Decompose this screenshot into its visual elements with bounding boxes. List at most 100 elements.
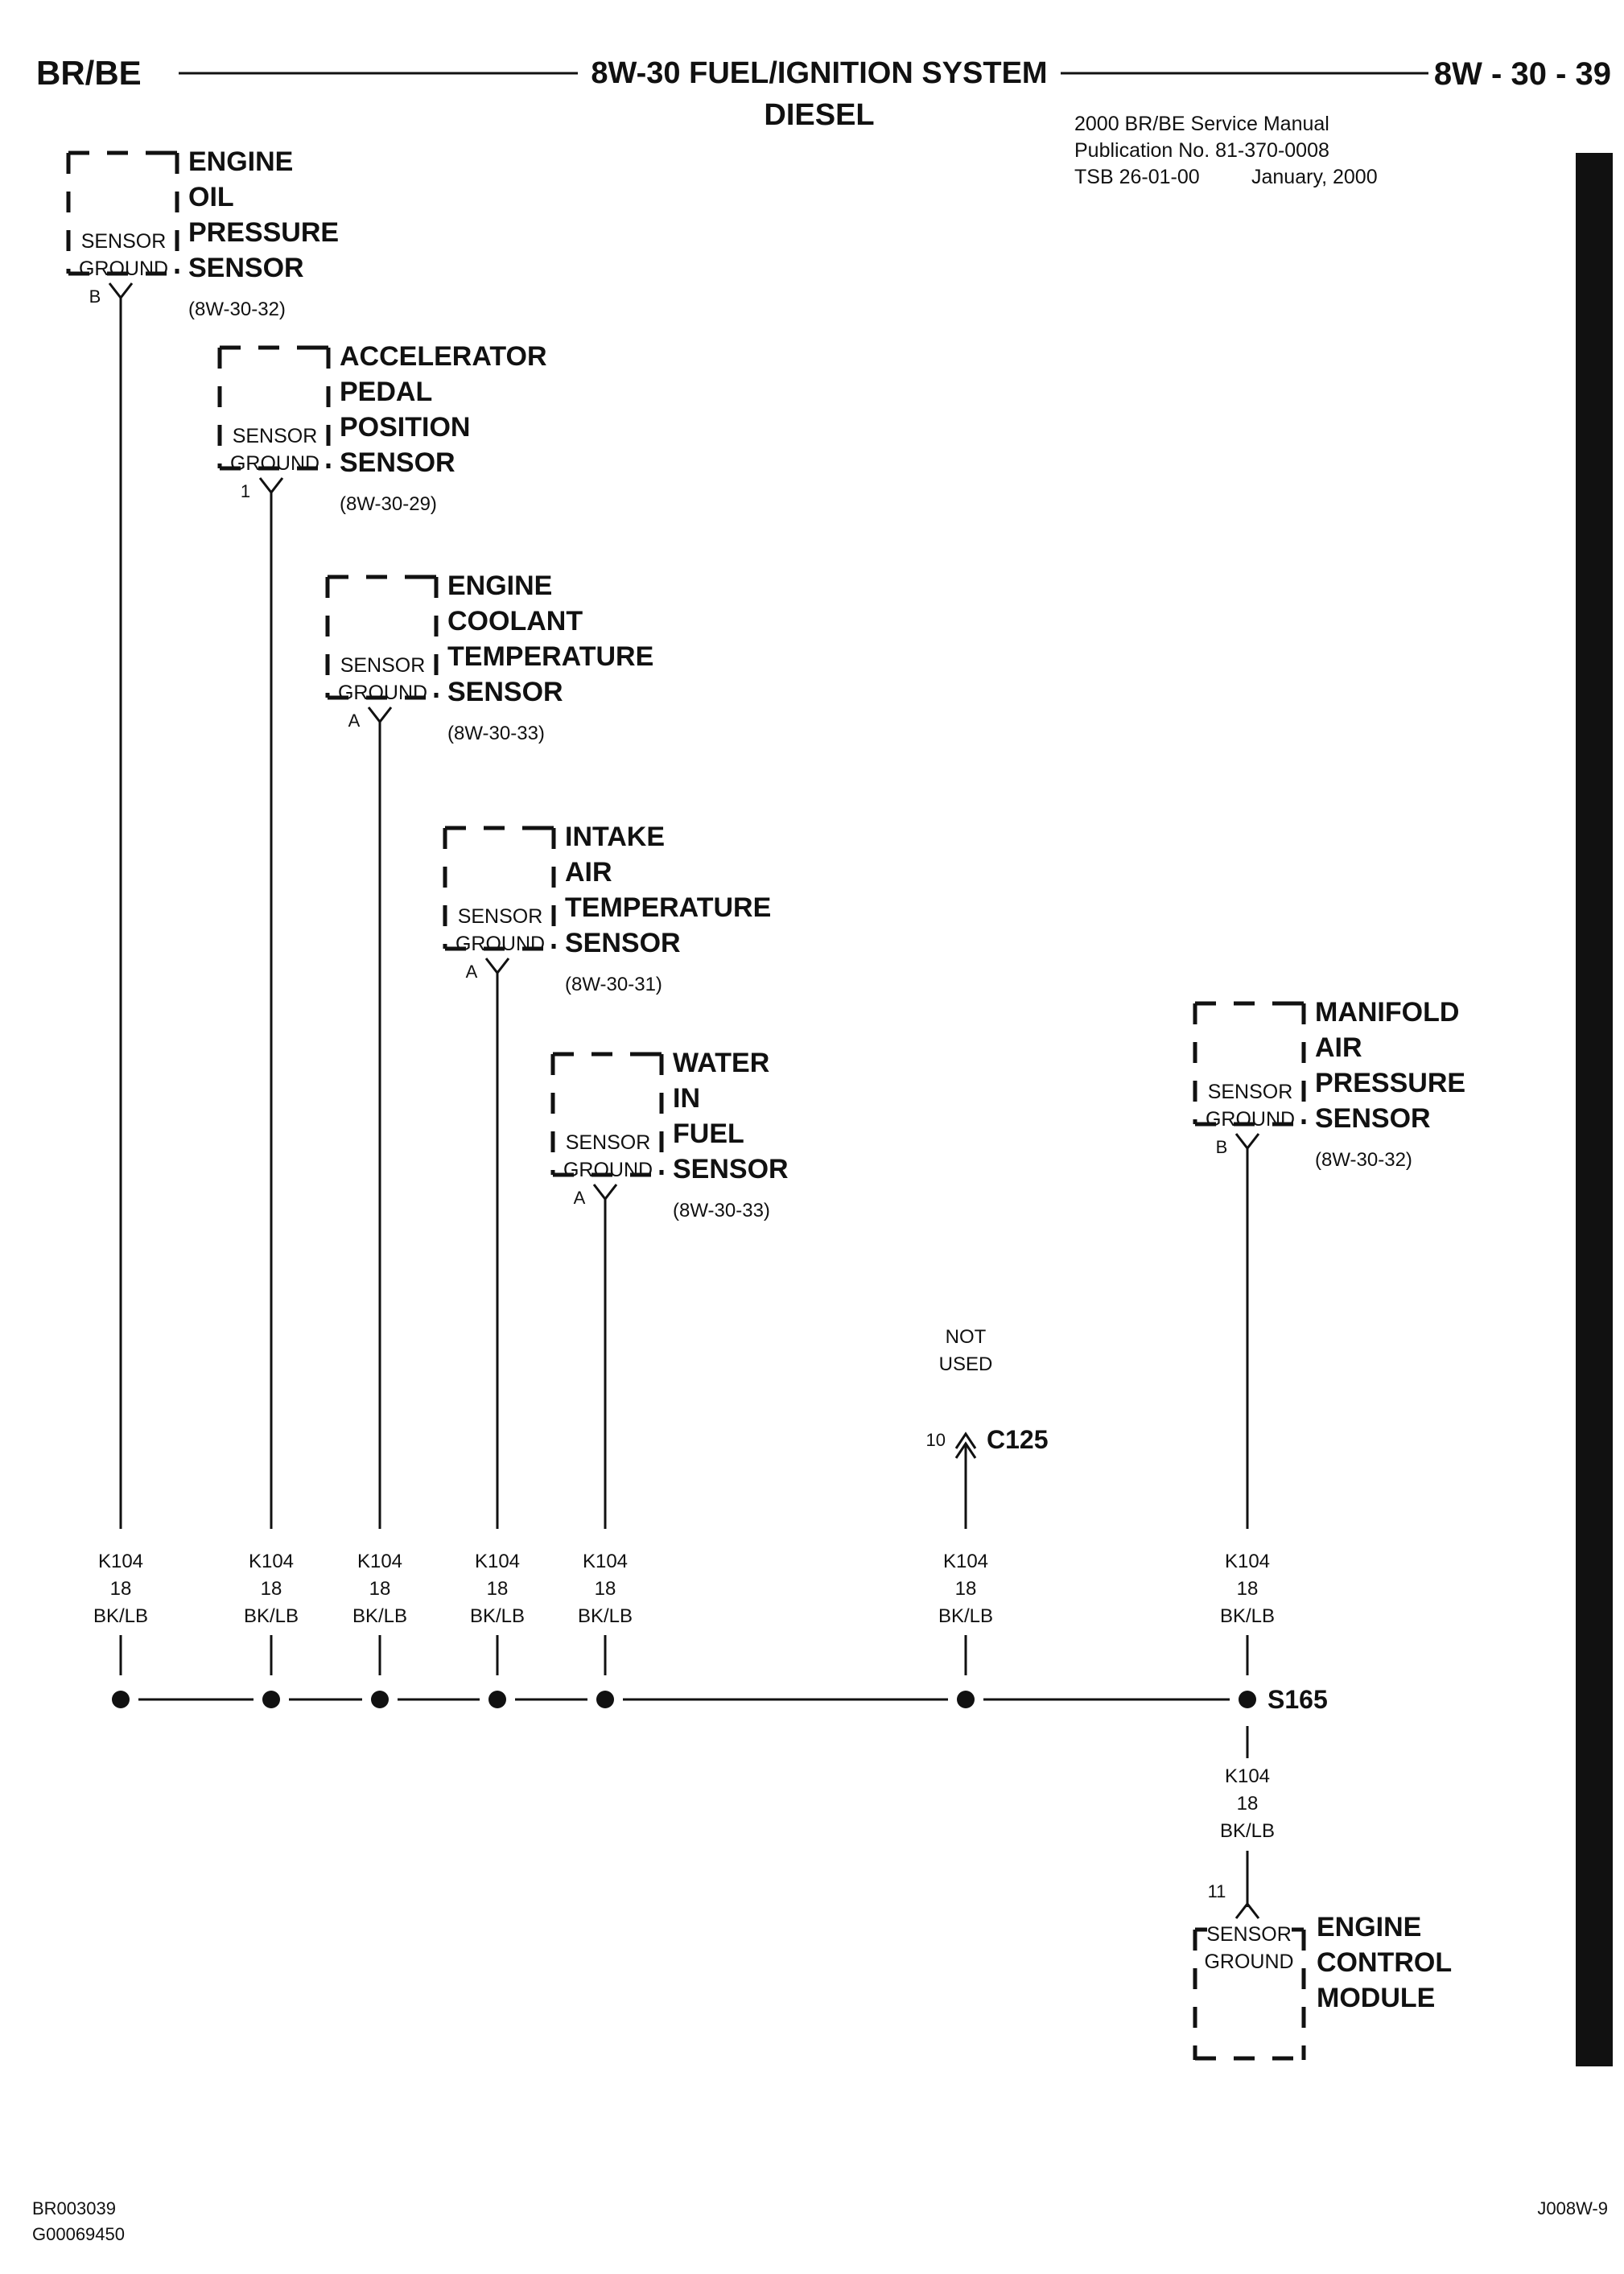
sensor-title-line: SENSOR [1315, 1103, 1431, 1134]
sensor-box-corners [66, 150, 179, 166]
sensor-pin: A [574, 1188, 586, 1208]
wire-circuit: K104 [475, 1551, 520, 1572]
sensor-reference: (8W-30-32) [1315, 1149, 1412, 1171]
wire-circuit: K104 [249, 1551, 294, 1572]
page-footer: BR003039 G00069450 J008W-9 [32, 2198, 1608, 2244]
sensor-title-line: IN [673, 1083, 700, 1114]
wire-gauge: 18 [955, 1578, 977, 1600]
sensor-inner-line-2: GROUND [79, 257, 168, 280]
sensor-title-line: FUEL [673, 1118, 744, 1149]
connector-name: C125 [987, 1425, 1049, 1454]
wire-color: BK/LB [470, 1605, 525, 1627]
sensor-title-line: ENGINE [447, 571, 552, 601]
publication-line-3-left: TSB 26-01-00 [1074, 166, 1200, 188]
sensor-reference: (8W-30-33) [447, 723, 545, 744]
wire-circuit: K104 [583, 1551, 628, 1572]
sensor-inner-line-1: SENSOR [458, 905, 543, 928]
wire-gauge: 18 [595, 1578, 616, 1600]
connector-note-line-2: USED [939, 1353, 993, 1375]
sensor-pin: B [1216, 1137, 1228, 1157]
sensor-box-corners [443, 826, 556, 841]
sensor-reference: (8W-30-31) [565, 974, 662, 995]
publication-info: 2000 BR/BE Service Manual Publication No… [1074, 113, 1378, 188]
sensor-pin: B [89, 286, 101, 307]
wire-gauge: 18 [261, 1578, 282, 1600]
ecm-inner-line-1: SENSOR [1206, 1923, 1292, 1946]
sensor-connector-icon [484, 958, 510, 975]
engine-control-module: SENSOR GROUND ENGINE CONTROL MODULE [1193, 1912, 1452, 2061]
sensor-inner-line-1: SENSOR [81, 230, 167, 253]
wire-gauge: 18 [487, 1578, 509, 1600]
wire-color: BK/LB [1220, 1605, 1275, 1627]
sensor-box-corners [325, 575, 439, 590]
publication-line-3-right: January, 2000 [1251, 166, 1378, 188]
sensor-title-line: MANIFOLD [1315, 997, 1459, 1028]
ecm-title-line-3: MODULE [1317, 1983, 1435, 2013]
sensor-connector-icon [367, 707, 393, 724]
header-model: BR/BE [36, 54, 142, 92]
connector-symbol-icon [954, 1432, 977, 1459]
wire-color: BK/LB [938, 1605, 993, 1627]
publication-line-2: Publication No. 81-370-0008 [1074, 139, 1329, 162]
sensor-title-line: OIL [188, 182, 234, 212]
sensor-box-corners [217, 345, 331, 360]
sensor-pin: A [348, 711, 361, 731]
sensor-pin: 1 [241, 481, 250, 501]
sensor-0: SENSORGROUNDENGINEOILPRESSURESENSOR(8W-3… [66, 146, 339, 1529]
splice-dot [371, 1691, 389, 1708]
ecm-wire-circuit: K104 [1225, 1765, 1270, 1787]
sensor-inner-line-2: GROUND [455, 933, 545, 955]
sensor-reference: (8W-30-29) [340, 493, 437, 515]
sensor-connector-icon [592, 1184, 618, 1201]
splice-dot [112, 1691, 130, 1708]
wire-circuit: K104 [98, 1551, 143, 1572]
sensor-5: SENSORGROUNDMANIFOLDAIRPRESSURESENSOR(8W… [1193, 997, 1465, 1529]
splice-dot [488, 1691, 506, 1708]
sensor-3: SENSORGROUNDINTAKEAIRTEMPERATURESENSOR(8… [443, 822, 771, 1529]
footer-code-2: G00069450 [32, 2224, 125, 2244]
wire-circuit: K104 [1225, 1551, 1270, 1572]
wire-circuit: K104 [357, 1551, 402, 1572]
sensor-title-line: SENSOR [340, 447, 455, 478]
wire-color: BK/LB [578, 1605, 633, 1627]
sensor-title-line: TEMPERATURE [565, 892, 771, 923]
splice-dot [1239, 1691, 1256, 1708]
sensor-inner-line-1: SENSOR [1208, 1081, 1293, 1103]
ecm-connector-icon [1234, 1901, 1260, 1919]
ecm-title-line-2: CONTROL [1317, 1947, 1452, 1978]
page-edge-bar [1576, 153, 1613, 2066]
connector-note-line-1: NOT [946, 1326, 987, 1348]
sensor-inner-line-1: SENSOR [233, 425, 318, 447]
sensor-title-line: TEMPERATURE [447, 641, 653, 672]
sensor-reference: (8W-30-32) [188, 299, 286, 320]
header-subtitle: DIESEL [764, 98, 874, 132]
splice-dot [957, 1691, 975, 1708]
wire-color: BK/LB [93, 1605, 148, 1627]
sensor-pin: A [466, 962, 478, 982]
publication-line-1: 2000 BR/BE Service Manual [1074, 113, 1329, 135]
wire-gauge: 18 [110, 1578, 132, 1600]
sensor-inner-line-2: GROUND [338, 682, 427, 704]
ecm-pin: 11 [1208, 1881, 1226, 1901]
sensor-connector-icon [258, 477, 284, 495]
sensor-reference: (8W-30-33) [673, 1200, 770, 1221]
footer-code-1: BR003039 [32, 2198, 116, 2218]
page-number: 8W - 30 - 39 [1434, 56, 1611, 92]
sensor-connector-icon [108, 282, 134, 300]
page-header: BR/BE 8W-30 FUEL/IGNITION SYSTEM DIESEL … [36, 54, 1611, 132]
sensor-1: SENSORGROUNDACCELERATORPEDALPOSITIONSENS… [217, 341, 547, 1529]
c125-connector: NOT USED 10 C125 [926, 1326, 1049, 1529]
sensor-box-corners [550, 1052, 664, 1067]
sensor-title-line: AIR [1315, 1032, 1362, 1063]
connector-pin: 10 [926, 1430, 946, 1450]
sensor-title-line: POSITION [340, 412, 470, 443]
sensor-2: SENSORGROUNDENGINECOOLANTTEMPERATURESENS… [325, 571, 653, 1529]
